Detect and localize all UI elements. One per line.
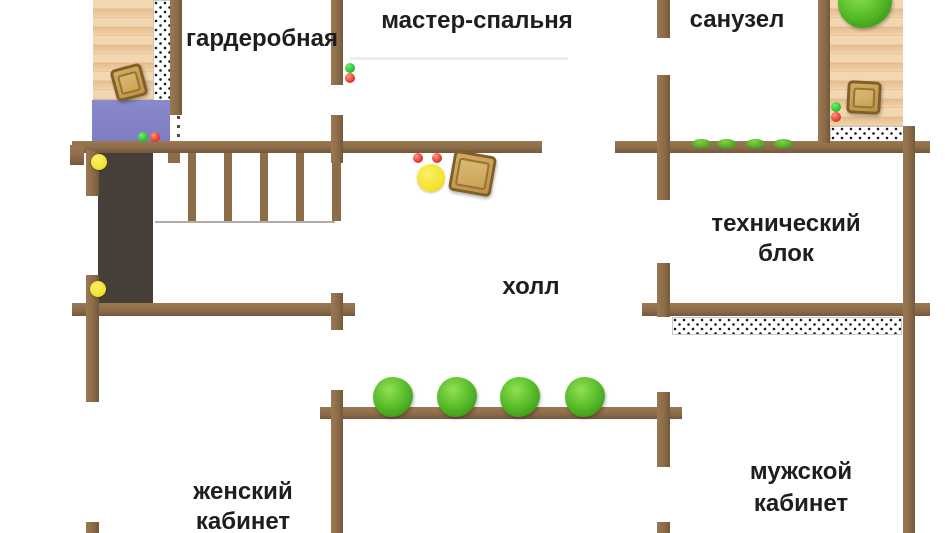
room-label-technical-block: технический блок <box>711 210 861 267</box>
stair-tread <box>224 153 232 221</box>
green-dot-icon <box>138 132 148 142</box>
wall-end-cap <box>70 145 84 165</box>
basket-inner <box>116 70 142 96</box>
small-shrub-icon <box>717 139 736 148</box>
stair-tread <box>168 150 180 163</box>
basket-icon <box>846 80 882 115</box>
stair-tread <box>188 153 196 221</box>
small-shrub-icon <box>774 139 793 148</box>
green-dot-icon <box>345 63 355 73</box>
bed-outline-faint <box>350 57 568 60</box>
room-label-master-bedroom: мастер-спальня <box>381 7 573 34</box>
red-dot-icon <box>413 153 423 163</box>
wall-segment <box>331 293 343 330</box>
room-label-womens-office: женский кабинет <box>193 478 293 533</box>
insulation-hatch-left <box>153 0 172 102</box>
green-dot-icon <box>831 102 841 112</box>
bush-icon <box>437 377 477 417</box>
wall-segment <box>657 75 670 200</box>
wall-segment <box>72 141 542 153</box>
stair-tread <box>260 153 268 221</box>
bush-icon <box>500 377 540 417</box>
staircase <box>155 150 341 223</box>
wall-segment <box>331 0 343 85</box>
wall-segment <box>657 522 670 533</box>
room-label-mens-office: мужской кабинет <box>749 458 853 517</box>
ceiling-light-icon <box>417 164 445 192</box>
wall-segment <box>86 275 99 402</box>
stair-tread <box>296 153 304 221</box>
wall-segment <box>657 0 670 38</box>
balustrade-wall <box>320 407 682 419</box>
wall-segment <box>72 303 355 316</box>
wall-segment <box>86 522 99 533</box>
bush-icon <box>565 377 605 417</box>
wall-segment <box>170 0 182 115</box>
wall-segment <box>331 115 343 163</box>
red-dot-icon <box>432 153 442 163</box>
stair-tread <box>332 150 341 221</box>
bush-icon <box>373 377 413 417</box>
small-shrub-icon <box>692 139 711 148</box>
ceiling-light-icon <box>91 154 107 170</box>
room-label-bathroom: санузел <box>689 6 785 33</box>
wall-segment <box>657 263 670 317</box>
red-dot-icon <box>150 132 160 142</box>
ceiling-light-icon <box>90 281 106 297</box>
wall-segment <box>903 126 915 533</box>
red-dot-icon <box>831 112 841 122</box>
basket-inner <box>852 87 876 109</box>
small-shrub-icon <box>746 139 765 148</box>
dashed-door-marker <box>177 116 180 141</box>
stairwell-void <box>98 152 153 304</box>
wall-segment <box>818 0 830 143</box>
wall-segment <box>331 390 343 533</box>
wall-segment <box>657 392 670 467</box>
basket-icon <box>447 149 498 198</box>
room-label-wardrobe: гардеробная <box>186 25 338 52</box>
red-dot-icon <box>345 73 355 83</box>
room-label-hall: холл <box>502 273 560 300</box>
wall-segment <box>642 303 930 316</box>
basket-inner <box>454 157 491 191</box>
insulation-hatch-bottom-right <box>672 317 902 335</box>
